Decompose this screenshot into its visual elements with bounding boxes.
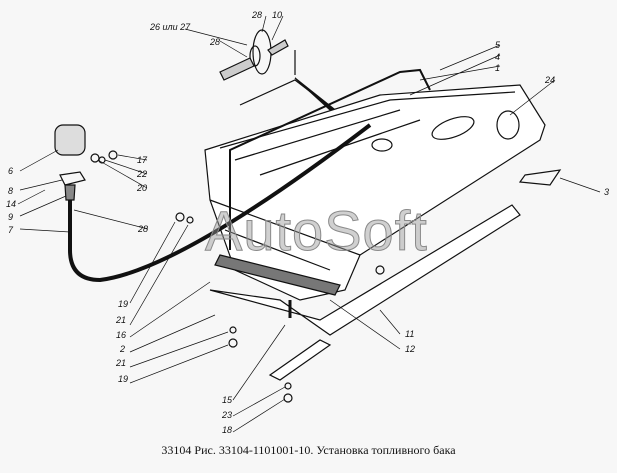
- vent-pipe: [229, 68, 431, 250]
- callout-label: 12: [405, 344, 416, 354]
- callout-label: 17: [137, 155, 148, 165]
- callout-label: 28: [210, 37, 221, 47]
- leader-lines: [17, 15, 601, 433]
- callout-label: 22: [137, 169, 148, 179]
- watermark: AutoSoft: [205, 199, 428, 263]
- callout-label: 10: [272, 10, 283, 20]
- callout-label: 6: [8, 166, 14, 176]
- callout-label: 14: [6, 199, 17, 209]
- callout-label: 15: [222, 395, 233, 405]
- callout-label: 11: [405, 329, 415, 339]
- callout-label: 20: [137, 183, 148, 193]
- callout-label: 5: [495, 40, 501, 50]
- callout-label: 21: [116, 358, 127, 368]
- callout-label: 9: [8, 212, 14, 222]
- callout-label: 4: [495, 52, 501, 62]
- tank-strap: [209, 204, 521, 336]
- callout-label: 2: [120, 344, 126, 354]
- strap-pad: [214, 254, 341, 296]
- callout-label: 8: [8, 186, 14, 196]
- callout-label: 28: [252, 10, 263, 20]
- callout-label: 7: [8, 225, 14, 235]
- fuel-cap: [496, 110, 520, 140]
- callout-label: 28: [138, 224, 149, 234]
- callout-label: 24: [545, 75, 556, 85]
- callout-label: 18: [222, 425, 233, 435]
- callout-label: 19: [118, 299, 129, 309]
- figure-caption: 33104 Рис. 33104-1101001-10. Установка т…: [161, 443, 456, 457]
- callout-label: 23: [222, 410, 233, 420]
- fuel-filter: [54, 124, 118, 201]
- callout-label: 16: [116, 330, 127, 340]
- bracket: [518, 169, 562, 186]
- callout-label: 1: [495, 63, 501, 73]
- fuel-hose: [68, 123, 372, 283]
- callout-label: 21: [116, 315, 127, 325]
- callout-label: 26 или 27: [150, 22, 191, 32]
- callout-label: 3: [604, 187, 610, 197]
- callout-label: 19: [118, 374, 129, 384]
- fuel-tank: [204, 84, 562, 301]
- fuel-level-sender: [219, 29, 289, 81]
